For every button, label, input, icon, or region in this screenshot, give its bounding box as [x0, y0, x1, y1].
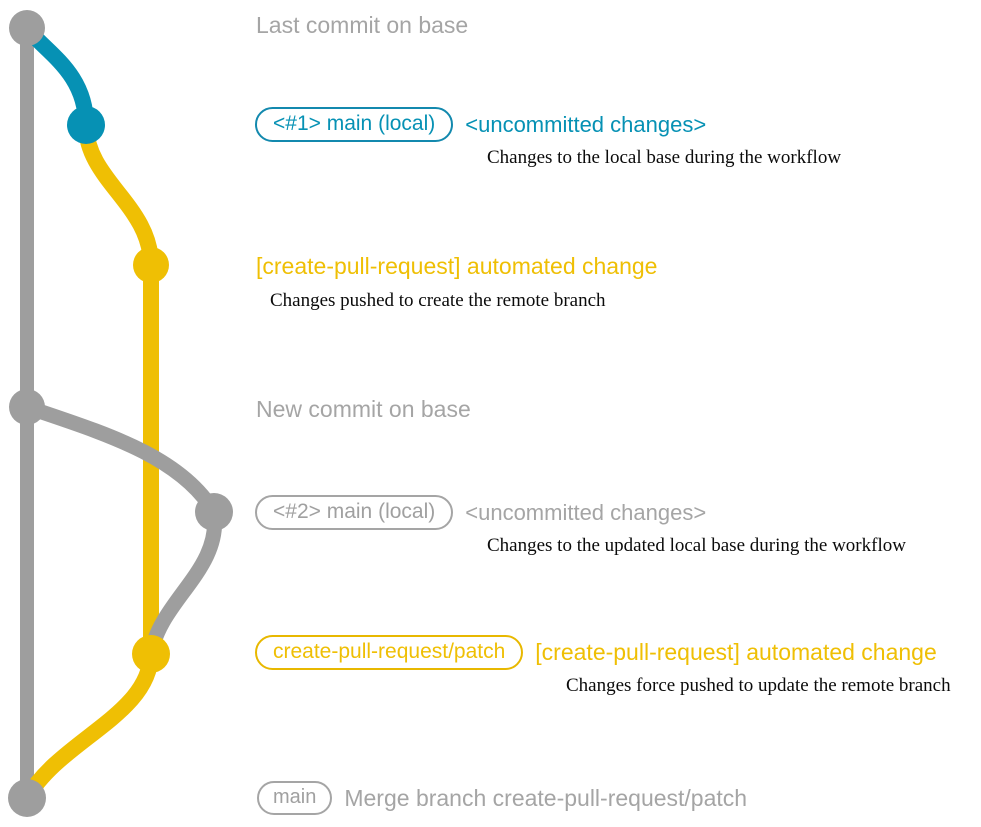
commit-message-merge: Merge branch create-pull-request/patch	[344, 784, 748, 811]
commit-message-local-1: <uncommitted changes>	[465, 111, 707, 137]
spacer	[453, 512, 465, 513]
spacer	[523, 652, 535, 653]
commit-description-local-1: Changes to the local base during the wor…	[487, 147, 842, 168]
commit-row-local-2: <#2> main (local) <uncommitted changes>	[255, 495, 706, 530]
spacer	[332, 798, 344, 799]
node-commit-automated-2[interactable]	[132, 635, 170, 673]
commit-description-automated-1: Changes pushed to create the remote bran…	[270, 290, 606, 311]
node-commit-local-1[interactable]	[67, 106, 105, 144]
commit-row-automated-2: create-pull-request/patch [create-pull-r…	[255, 635, 937, 670]
commit-row-merge: main Merge branch create-pull-request/pa…	[257, 781, 747, 815]
patch-branch-line-upper	[78, 117, 159, 662]
branch-badge-main-local-1[interactable]: <#1> main (local)	[255, 107, 454, 142]
commit-message-local-2: <uncommitted changes>	[465, 499, 707, 525]
node-commit-merge[interactable]	[8, 779, 46, 817]
node-commit-base-new[interactable]	[9, 389, 45, 425]
node-commit-automated-1[interactable]	[133, 247, 169, 283]
commit-description-local-2: Changes to the updated local base during…	[487, 535, 906, 556]
commit-description-automated-2: Changes force pushed to update the remot…	[566, 675, 951, 696]
node-commit-base-last[interactable]	[9, 10, 45, 46]
commit-message-automated-2: [create-pull-request] automated change	[535, 639, 937, 665]
branch-badge-main-local-2[interactable]: <#2> main (local)	[255, 495, 454, 530]
spacer	[453, 124, 465, 125]
section-title-last-commit: Last commit on base	[256, 12, 469, 38]
branch-badge-create-pull-request-patch[interactable]: create-pull-request/patch	[255, 635, 524, 670]
local-branch-2-line	[19, 399, 222, 520]
commit-message-automated-1: [create-pull-request] automated change	[256, 253, 658, 279]
node-commit-local-2[interactable]	[195, 493, 233, 531]
branch-badge-main[interactable]: main	[257, 781, 333, 815]
patch-branch-merge-line	[19, 646, 159, 806]
section-title-new-commit: New commit on base	[256, 396, 471, 422]
local-branch-2-merge-line	[143, 504, 223, 662]
local-branch-1-line	[19, 20, 94, 133]
commit-row-local-1: <#1> main (local) <uncommitted changes>	[255, 107, 706, 142]
